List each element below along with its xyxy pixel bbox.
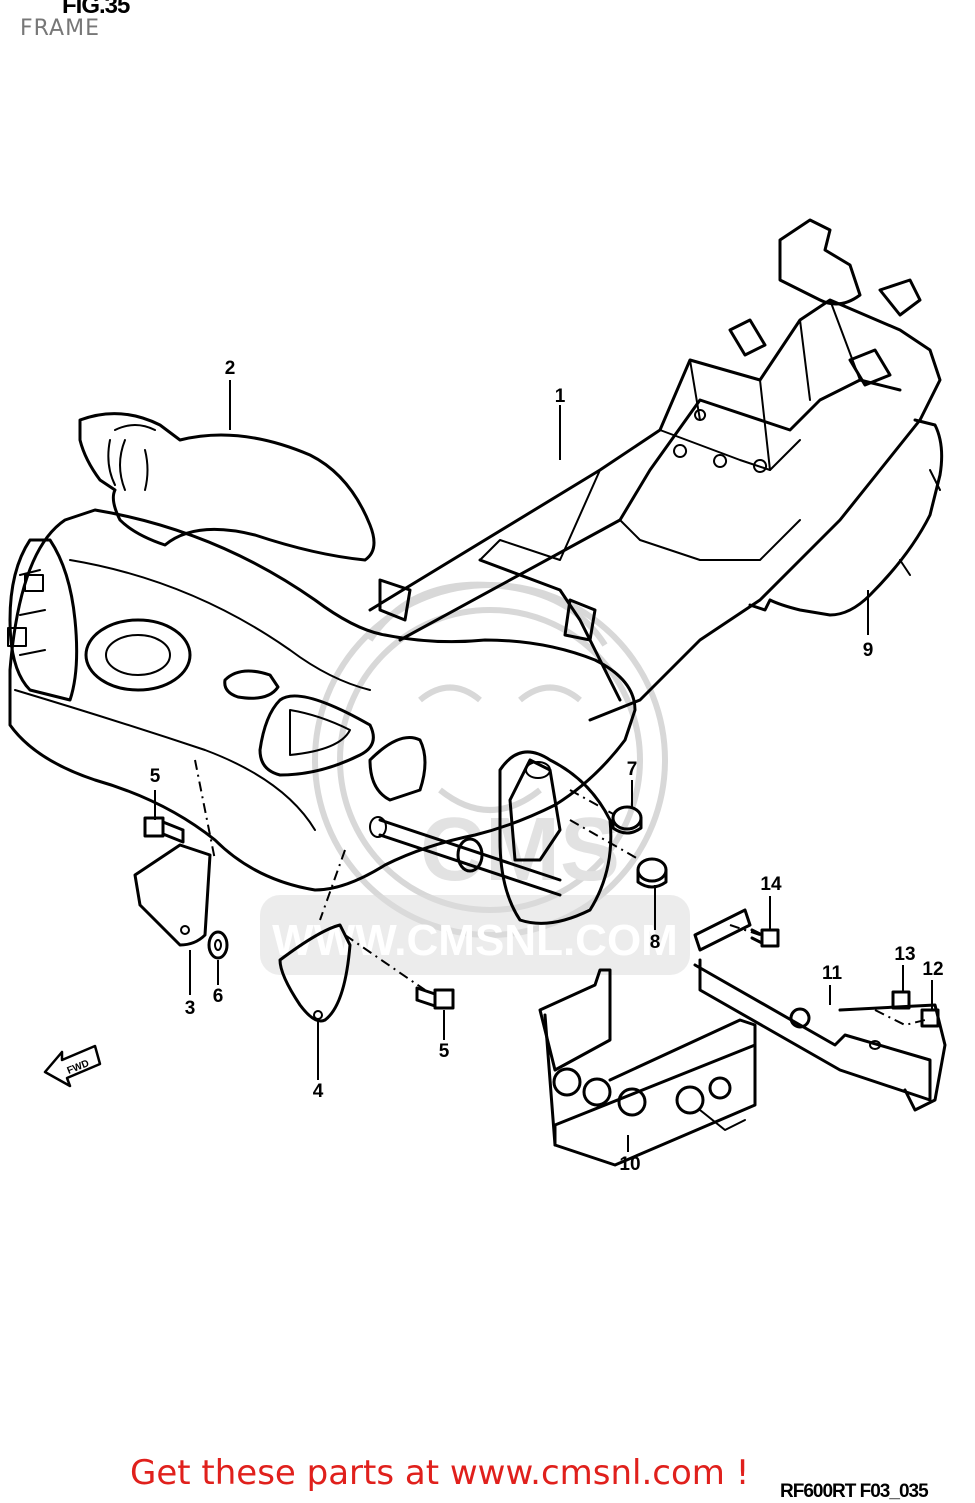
callout-4: 4 — [313, 1081, 324, 1102]
callout-1: 1 — [555, 386, 566, 407]
part-4-bracket — [278, 923, 352, 1023]
part-11-mount-plate — [693, 908, 947, 1112]
part-10-battery-holder — [538, 968, 757, 1167]
assembly-lines — [194, 759, 926, 1027]
part-6-washer — [207, 930, 229, 960]
footer-parts-link[interactable]: Get these parts at www.cmsnl.com ! — [130, 1453, 750, 1493]
part-9-side-rail — [748, 418, 944, 617]
callout-7: 7 — [627, 759, 638, 780]
fwd-arrow-icon: FWD — [43, 1044, 102, 1088]
callout-10: 10 — [619, 1154, 640, 1175]
callout-14: 14 — [760, 874, 782, 895]
drawing-code: RF600RT F03_035 — [780, 1481, 929, 1502]
part-2-frame-cover — [78, 412, 376, 562]
watermark-logo-text: CMS — [420, 800, 620, 900]
part-5-bolt-upper — [143, 816, 185, 844]
callout-9: 9 — [863, 640, 874, 661]
watermark-url: WWW.CMSNL.COM — [272, 916, 678, 965]
leader-lines — [154, 380, 933, 1152]
callout-2: 2 — [225, 358, 236, 379]
callout-3: 3 — [185, 998, 196, 1019]
section-title: FRAME — [20, 16, 100, 41]
watermark-logo: CMS WWW.CMSNL.COM — [260, 581, 690, 975]
callout-11: 11 — [822, 963, 843, 984]
part-3-bracket — [133, 843, 212, 947]
callout-13: 13 — [894, 944, 915, 965]
callout-12: 12 — [922, 959, 943, 980]
callout-6: 6 — [213, 986, 224, 1007]
part-5-bolt-lower — [415, 986, 455, 1010]
part-1-main-frame — [7, 218, 942, 925]
callout-5-upper: 5 — [150, 766, 161, 787]
callout-8: 8 — [650, 932, 661, 953]
part-7-bushing — [611, 805, 643, 835]
part-8-bushing — [636, 857, 668, 889]
part-14-bolt — [750, 928, 780, 948]
callout-5-lower: 5 — [439, 1041, 450, 1062]
figure-number: FIG.35 — [62, 0, 130, 19]
